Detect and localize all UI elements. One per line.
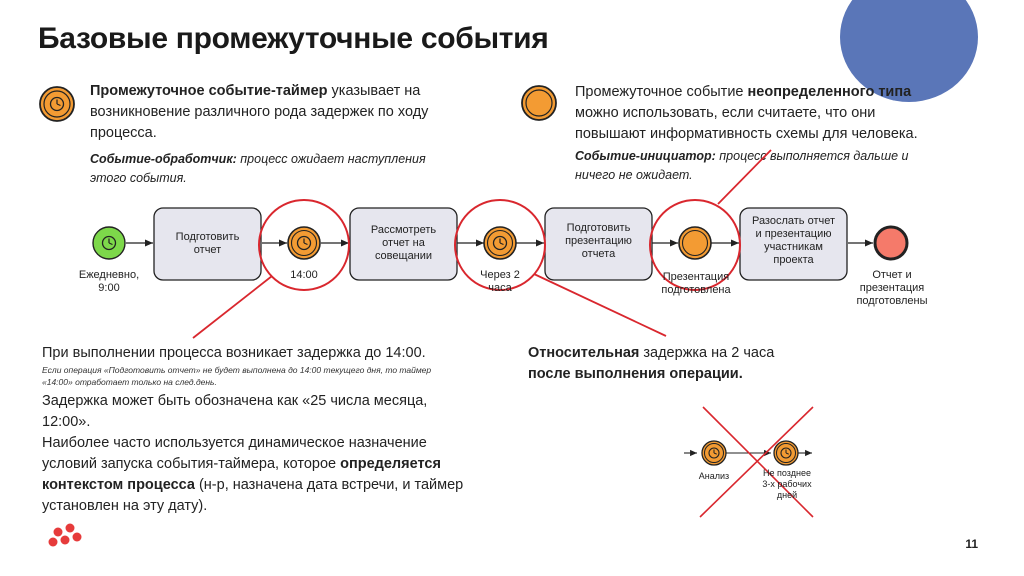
analysis-label: Анализ bbox=[698, 471, 730, 481]
decorative-circle bbox=[840, 0, 978, 102]
cross-out-icon bbox=[699, 406, 814, 518]
highlight-pointers bbox=[192, 149, 772, 339]
start-event-label: Ежедневно,9:00 bbox=[78, 269, 140, 294]
crossed-example bbox=[684, 406, 814, 518]
highlight-circles bbox=[258, 199, 741, 291]
intermediate-event-icon bbox=[521, 85, 557, 121]
none-type-description: Промежуточное событие неопределенного ти… bbox=[575, 84, 918, 142]
page-number: 11 bbox=[965, 537, 978, 551]
intermediate-none-event bbox=[678, 226, 712, 260]
throwing-event-description: Событие-инициатор: процесс выполняется д… bbox=[575, 149, 909, 182]
start-timer-event bbox=[92, 226, 126, 260]
task-review-report bbox=[349, 207, 458, 281]
task-prepare-report bbox=[153, 207, 262, 281]
timer-description: Промежуточное событие-таймер указывает н… bbox=[90, 83, 429, 141]
catching-event-description: Событие-обработчик: процесс ожидает наст… bbox=[90, 152, 426, 185]
timer-event-2h bbox=[483, 226, 517, 260]
deadline-timer-icon bbox=[773, 440, 799, 466]
timer-event-1400 bbox=[287, 226, 321, 260]
relative-delay-explanation: Относительная задержка на 2 часа после в… bbox=[528, 345, 775, 382]
timer-explanation: При выполнении процесса возникает задерж… bbox=[42, 345, 464, 514]
timer-1400-label: 14:00 bbox=[290, 269, 318, 281]
logo-dots-icon bbox=[48, 523, 82, 547]
timer-event-icon bbox=[39, 86, 75, 122]
page-title: Базовые промежуточные события bbox=[38, 22, 549, 55]
end-event bbox=[873, 225, 909, 261]
analysis-timer-icon bbox=[701, 440, 727, 466]
